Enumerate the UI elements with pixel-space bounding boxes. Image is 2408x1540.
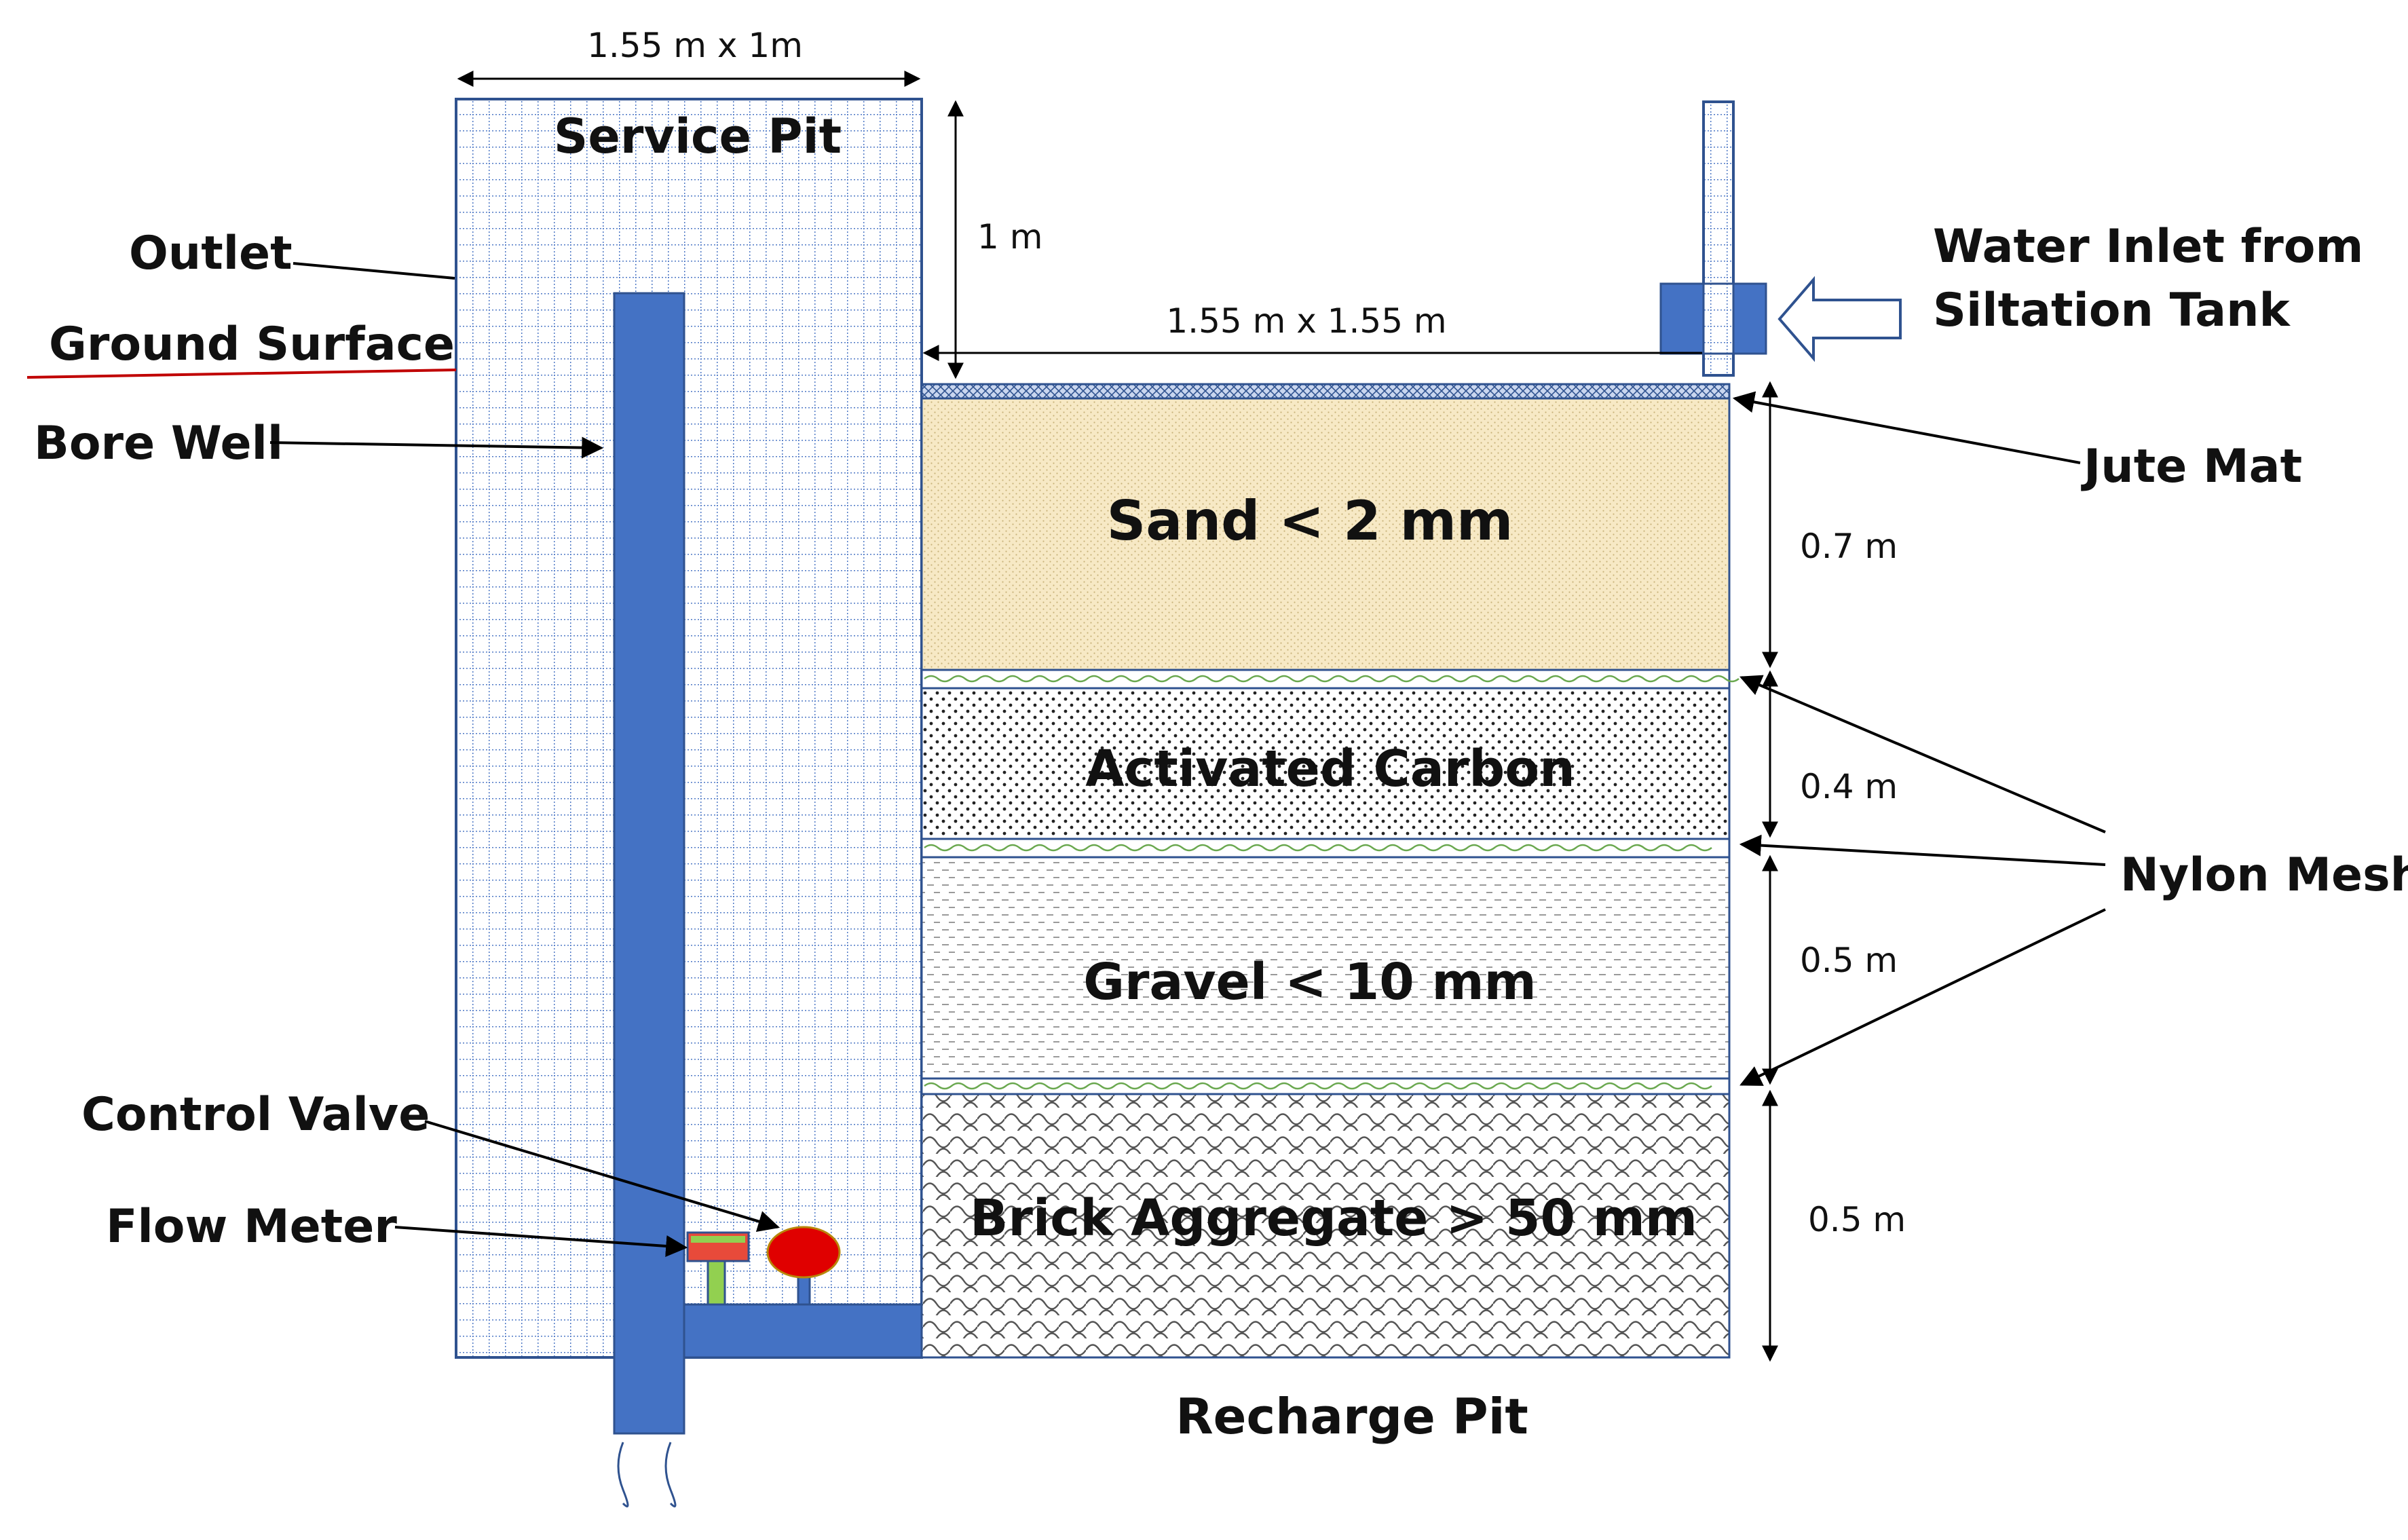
nylon-mesh-label: Nylon Mesh — [2120, 848, 2408, 902]
nylon-mesh-3 — [920, 1077, 1731, 1095]
carbon-depth-value: 0.4 m — [1800, 767, 1898, 806]
ground-surface-label: Ground Surface — [49, 318, 455, 371]
recharge-pit-size: 1.55 m x 1.55 m — [1166, 301, 1446, 341]
sand-layer-label: Sand < 2 mm — [1107, 489, 1513, 552]
connector-pipe — [683, 1303, 923, 1359]
nylon-mesh-2 — [920, 838, 1731, 859]
pit-depth-value: 1 m — [977, 217, 1042, 257]
gravel-depth-value: 0.5 m — [1800, 941, 1898, 980]
outlet-label: Outlet — [129, 227, 293, 280]
flow-meter-icon — [686, 1231, 750, 1306]
control-valve-label: Control Valve — [81, 1088, 430, 1142]
service-pit — [455, 98, 923, 1359]
bore-well-label: Bore Well — [34, 417, 283, 470]
recharge-pit-title: Recharge Pit — [1175, 1388, 1528, 1445]
nylon-mesh-arrow-3 — [1739, 908, 2106, 1086]
sand-depth-value: 0.7 m — [1800, 527, 1898, 566]
brick-depth-value: 0.5 m — [1808, 1200, 1906, 1239]
inlet-arrow-icon — [1777, 276, 1902, 362]
water-inlet-label-line2: Siltation Tank — [1933, 284, 2291, 337]
service-pit-size: 1.55 m x 1m — [587, 26, 803, 65]
gravel-layer-label: Gravel < 10 mm — [1083, 953, 1536, 1011]
flow-meter-arrow — [394, 1226, 688, 1257]
control-valve-arrow — [424, 1120, 780, 1233]
jute-mat — [920, 383, 1731, 400]
sand-layer — [920, 397, 1731, 671]
nylon-mesh-arrow-1 — [1739, 675, 2106, 833]
jute-mat-arrow — [1732, 391, 2081, 464]
brick-aggregate-label: Brick Aggregate > 50 mm — [970, 1189, 1697, 1247]
water-inlet-label-line1: Water Inlet from — [1933, 220, 2363, 274]
bore-well-arrow — [269, 436, 604, 459]
nylon-mesh-arrow-2 — [1739, 834, 2106, 866]
brick-aggregate-layer — [920, 1093, 1731, 1359]
nylon-mesh-1 — [920, 669, 1739, 690]
ground-surface-line — [26, 369, 457, 379]
jute-mat-label: Jute Mat — [2081, 440, 2302, 493]
outlet-leader — [293, 262, 455, 280]
bore-well-pipe — [613, 292, 685, 1435]
activated-carbon-layer — [920, 687, 1731, 840]
flow-meter-label: Flow Meter — [106, 1200, 397, 1254]
activated-carbon-label: Activated Carbon — [1085, 740, 1575, 798]
control-valve-icon — [766, 1226, 841, 1306]
service-pit-title: Service Pit — [554, 109, 842, 164]
groundwater-lines — [617, 1442, 677, 1507]
